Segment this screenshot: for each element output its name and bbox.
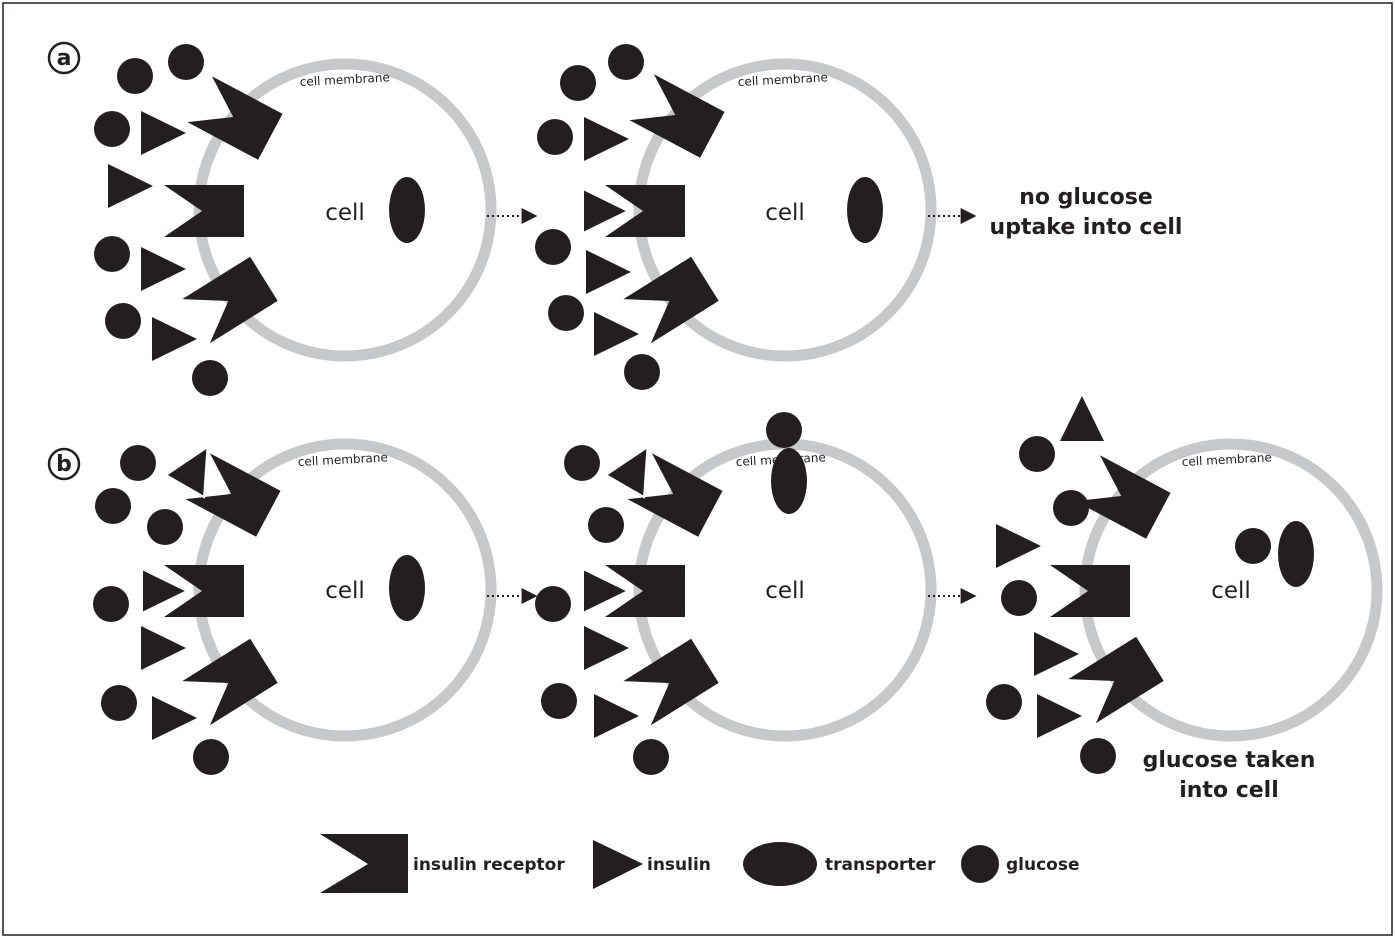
cell-membrane: [1079, 438, 1383, 742]
insulin: [996, 524, 1041, 568]
glucose: [120, 445, 156, 481]
glucose: [633, 739, 669, 775]
cell-b3: cell membrane cell: [986, 396, 1383, 774]
panel-b-badge: b: [47, 447, 81, 481]
cell-membrane: [193, 438, 497, 742]
glucose: [1080, 738, 1116, 774]
glucose: [537, 119, 573, 155]
insulin-receptor: [1050, 565, 1130, 617]
insulin: [1037, 694, 1082, 738]
cell-membrane: [633, 58, 937, 362]
insulin-receptor: [164, 185, 244, 237]
glucose: [193, 739, 229, 775]
insulin: [108, 164, 153, 208]
glucose: [608, 44, 644, 80]
glucose: [535, 586, 571, 622]
glucose: [105, 303, 141, 339]
glucose: [1001, 580, 1037, 616]
cell-label: cell: [765, 200, 805, 226]
insulin: [152, 696, 197, 740]
legend-label-transporter: transporter: [825, 855, 936, 875]
glucose-swatch: [961, 845, 999, 883]
legend-label-glucose: glucose: [1006, 855, 1080, 875]
cell-membrane-label: cell membrane: [1181, 450, 1272, 469]
cell-membrane-label: cell membrane: [299, 70, 390, 89]
panel-b-letter: b: [56, 452, 72, 477]
transporter-swatch: [743, 842, 817, 886]
insulin: [584, 117, 629, 161]
legend-item-insulin: insulin: [593, 840, 711, 889]
cell-a2: cell membrane cell: [535, 44, 937, 390]
glucose: [766, 412, 802, 448]
glucose: [192, 360, 228, 396]
transporter: [847, 177, 883, 243]
insulin: [594, 694, 639, 738]
transporter: [389, 177, 425, 243]
cell-label: cell: [325, 200, 365, 226]
insulin-bound: [604, 435, 668, 499]
glucose: [624, 354, 660, 390]
glucose: [101, 685, 137, 721]
insulin: [141, 111, 186, 155]
result-b-line-2: into cell: [1179, 778, 1279, 803]
glucose: [1019, 436, 1055, 472]
glucose: [1235, 528, 1271, 564]
insulin: [594, 312, 639, 356]
result-a-line-1: no glucose: [1019, 185, 1153, 210]
cell-a1: cell membrane cell: [94, 44, 497, 396]
transporter: [1278, 521, 1314, 587]
cell-label: cell: [1211, 578, 1251, 604]
transporter: [389, 555, 425, 621]
cell-membrane-label: cell membrane: [737, 70, 828, 89]
transporter: [771, 448, 807, 514]
legend-label-insulin-receptor: insulin receptor: [413, 855, 565, 875]
insulin: [141, 247, 186, 291]
legend-item-transporter: transporter: [743, 842, 936, 886]
legend-item-glucose: glucose: [961, 845, 1080, 883]
insulin: [141, 626, 186, 670]
panel-a-badge: a: [47, 41, 81, 75]
panel-a: a cell membrane cell cell membra: [47, 41, 1183, 396]
glucose: [548, 295, 584, 331]
glucose: [560, 65, 596, 101]
glucose: [588, 507, 624, 543]
insulin: [1060, 396, 1104, 441]
glucose: [564, 445, 600, 481]
insulin-receptor-swatch: [320, 834, 408, 893]
cell-membrane: [193, 58, 497, 362]
cell-membrane-label: cell membrane: [297, 450, 388, 469]
glucose: [535, 229, 571, 265]
cell-b1: cell membrane cell: [93, 435, 497, 775]
glucose: [1053, 490, 1089, 526]
insulin-swatch: [593, 840, 643, 889]
legend: insulin receptor insulin transporter glu…: [320, 834, 1080, 893]
glucose: [95, 488, 131, 524]
glucose: [93, 586, 129, 622]
insulin: [1034, 632, 1079, 676]
result-b-line-1: glucose taken: [1143, 748, 1316, 773]
legend-label-insulin: insulin: [647, 855, 711, 875]
glucose: [117, 58, 153, 94]
legend-item-insulin-receptor: insulin receptor: [320, 834, 565, 893]
glucose: [94, 111, 130, 147]
glucose: [168, 44, 204, 80]
insulin: [152, 317, 197, 361]
panel-a-letter: a: [57, 46, 72, 71]
insulin: [584, 626, 629, 670]
result-a-line-2: uptake into cell: [990, 215, 1183, 240]
cell-b2: cell membrane cell: [535, 412, 937, 775]
glucose: [986, 684, 1022, 720]
panel-a-badge-ring: [47, 41, 81, 75]
glucose: [147, 509, 183, 545]
glucose: [94, 236, 130, 272]
insulin: [586, 250, 631, 294]
glucose: [541, 683, 577, 719]
panel-b: b cell membrane cell cell membra: [47, 396, 1383, 803]
cell-label: cell: [325, 578, 365, 604]
cell-label: cell: [765, 578, 805, 604]
panel-b-badge-ring: [47, 447, 81, 481]
